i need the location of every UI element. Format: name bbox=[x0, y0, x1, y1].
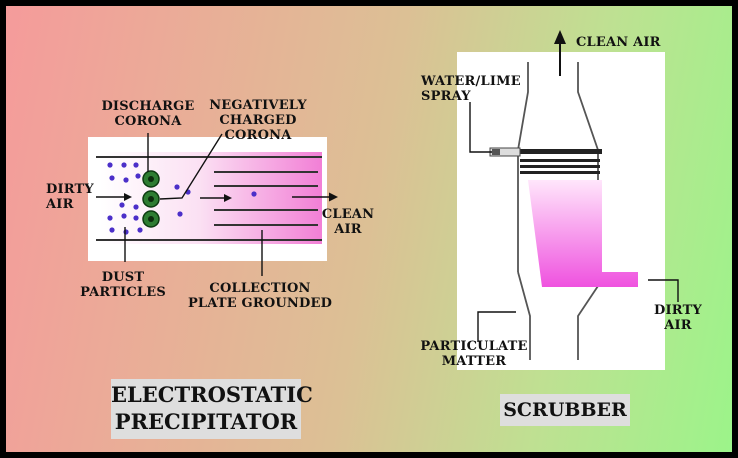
spray-header bbox=[516, 149, 602, 154]
esp-arrows bbox=[96, 192, 338, 202]
label-negative-line3: CORONA bbox=[224, 128, 292, 143]
esp-title-line1: ELECTROSTATIC bbox=[111, 382, 313, 407]
label-discharge-corona: DISCHARGE CORONA bbox=[98, 99, 198, 129]
label-discharge-line1: DISCHARGE bbox=[101, 99, 195, 114]
label-negatively-charged-corona: NEGATIVELY CHARGED CORONA bbox=[203, 98, 313, 143]
label-scrubber-dirty-air: DIRTY AIR bbox=[648, 303, 708, 333]
label-discharge-line2: CORONA bbox=[114, 114, 182, 129]
discharge-electrodes bbox=[142, 170, 160, 228]
label-dust-line2: PARTICLES bbox=[80, 285, 166, 300]
label-negative-line1: NEGATIVELY bbox=[209, 98, 307, 113]
label-negative-line2: CHARGED bbox=[219, 113, 297, 128]
packing-band bbox=[520, 165, 600, 168]
esp-title: ELECTROSTATIC PRECIPITATOR bbox=[111, 379, 313, 439]
label-esp-dirty-air: DIRTY AIR bbox=[46, 182, 94, 212]
label-dust-particles: DUST PARTICLES bbox=[76, 270, 170, 300]
label-spray-line2: SPRAY bbox=[421, 89, 471, 104]
label-esp-clean-air: CLEAN AIR bbox=[316, 207, 380, 237]
label-spray-line1: WATER/LIME bbox=[421, 74, 521, 89]
scrubber-title: SCRUBBER bbox=[500, 394, 630, 426]
label-esp-dirty-line1: DIRTY bbox=[46, 182, 94, 197]
esp-leader-lines bbox=[124, 133, 263, 276]
dirty-air-plume bbox=[528, 180, 638, 287]
label-particulate-matter: PARTICULATE MATTER bbox=[414, 339, 534, 369]
label-scrubber-dirty-line1: DIRTY bbox=[654, 303, 702, 318]
scrubber-body bbox=[489, 62, 638, 360]
dust-particles bbox=[107, 162, 257, 235]
label-scrubber-clean-air: CLEAN AIR bbox=[576, 35, 661, 50]
label-particulate-line1: PARTICULATE bbox=[420, 339, 528, 354]
label-particulate-line2: MATTER bbox=[441, 354, 507, 369]
label-collection-line1: COLLECTION bbox=[209, 281, 311, 296]
scrubber-title-text: SCRUBBER bbox=[503, 399, 627, 421]
label-water-lime-spray: WATER/LIME SPRAY bbox=[421, 74, 521, 104]
packing-band bbox=[520, 159, 600, 162]
scrubber-leader-lines bbox=[469, 102, 679, 342]
label-scrubber-dirty-line2: AIR bbox=[664, 318, 692, 333]
packing-band bbox=[520, 171, 600, 174]
label-esp-clean-line1: CLEAN bbox=[321, 207, 375, 222]
label-scrubber-clean-text: CLEAN AIR bbox=[576, 35, 661, 50]
label-dust-line1: DUST bbox=[101, 270, 145, 285]
label-collection-line2: PLATE GROUNDED bbox=[187, 296, 333, 311]
esp-title-line2: PRECIPITATOR bbox=[114, 409, 298, 434]
scrubber-clean-air-arrow bbox=[554, 30, 566, 76]
label-collection-plate: COLLECTION PLATE GROUNDED bbox=[185, 281, 335, 311]
label-esp-dirty-line2: AIR bbox=[46, 197, 74, 212]
label-esp-clean-line2: AIR bbox=[334, 222, 362, 237]
